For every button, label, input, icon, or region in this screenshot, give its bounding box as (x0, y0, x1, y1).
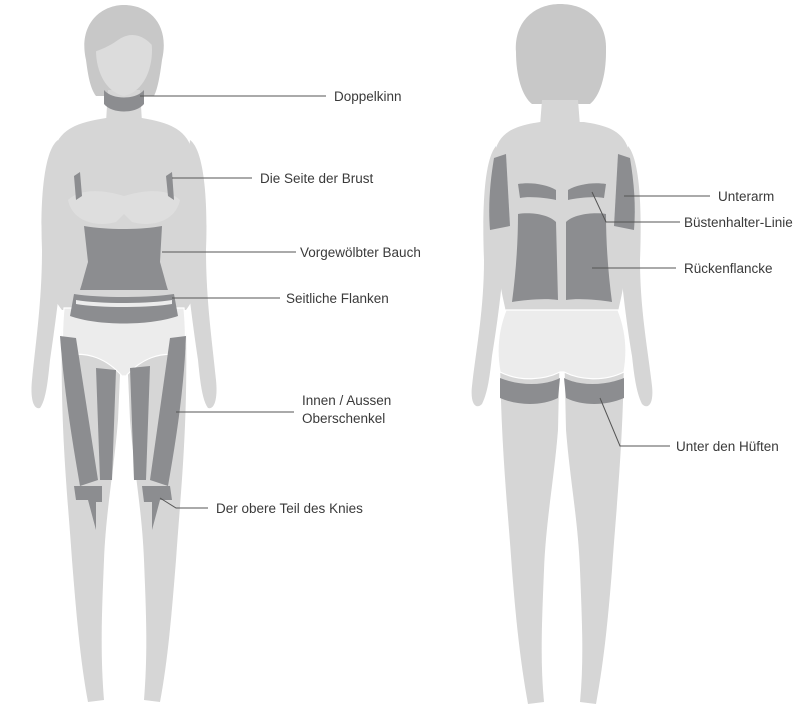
label-unterarm: Unterarm (718, 188, 774, 205)
zone-ruecken-left (512, 213, 558, 302)
zone-bauch (80, 226, 168, 290)
label-schenkel-line1: Innen / Aussen (302, 392, 391, 409)
label-doppelkinn: Doppelkinn (334, 88, 402, 105)
label-flanken: Seitliche Flanken (286, 290, 389, 307)
label-huefte: Unter den Hüften (676, 438, 795, 455)
label-bh: Büstenhalter-Linie (684, 214, 795, 231)
label-knie: Der obere Teil des Knies (216, 500, 363, 517)
front-figure (31, 5, 216, 702)
label-schenkel-line2: Oberschenkel (302, 410, 385, 427)
label-brust: Die Seite der Brust (260, 170, 373, 187)
front-right-arm (182, 140, 217, 408)
front-left-arm (31, 140, 66, 408)
back-hair (516, 4, 606, 104)
zone-flanken (70, 294, 178, 324)
zone-ruecken-right (566, 213, 612, 302)
back-figure (472, 4, 653, 704)
back-underwear (498, 310, 626, 379)
back-torso (492, 122, 631, 312)
label-ruecken: Rückenflancke (684, 260, 773, 277)
label-bauch: Vorgewölbter Bauch (300, 244, 421, 261)
